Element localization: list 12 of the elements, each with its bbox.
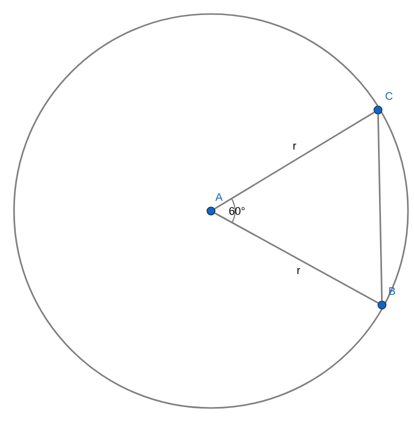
point-label: B bbox=[389, 287, 396, 295]
edge-label: r bbox=[297, 268, 300, 274]
edge-label: r bbox=[293, 144, 296, 150]
point-dot bbox=[206, 206, 216, 216]
angle-label: 60° bbox=[229, 207, 245, 215]
line-segment bbox=[214, 212, 379, 304]
point-label: A bbox=[215, 193, 223, 201]
point-dot bbox=[374, 106, 382, 114]
point-label: C bbox=[386, 92, 393, 100]
point-dot bbox=[378, 300, 386, 310]
line-segment bbox=[377, 114, 383, 301]
line-segment bbox=[214, 112, 375, 210]
